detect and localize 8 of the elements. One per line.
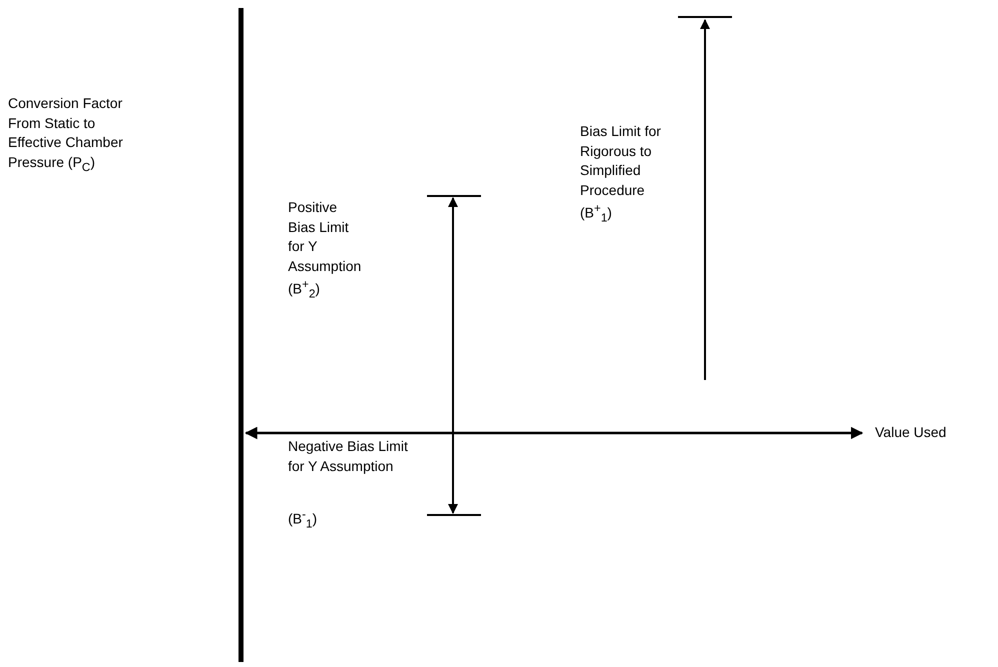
symbol-label: (B$^{+}$$_{1}$) (580, 201, 613, 226)
symbol-label: (B$^{-}$$_{1}$) (288, 507, 318, 532)
axis-label: Conversion Factor From Static to Effective Chamber Pressure (P$_{C}$) (8, 94, 124, 176)
axis-label: Value Used (875, 423, 948, 442)
symbol-label: (B$^{+}$$_{2}$) (288, 277, 321, 302)
annotation: Bias Limit for Rigorous to Simplified Procedure (580, 122, 662, 200)
annotation: Negative Bias Limit for Y Assumption (288, 437, 408, 476)
annotation: Positive Bias Limit for Y Assumption (288, 198, 362, 276)
